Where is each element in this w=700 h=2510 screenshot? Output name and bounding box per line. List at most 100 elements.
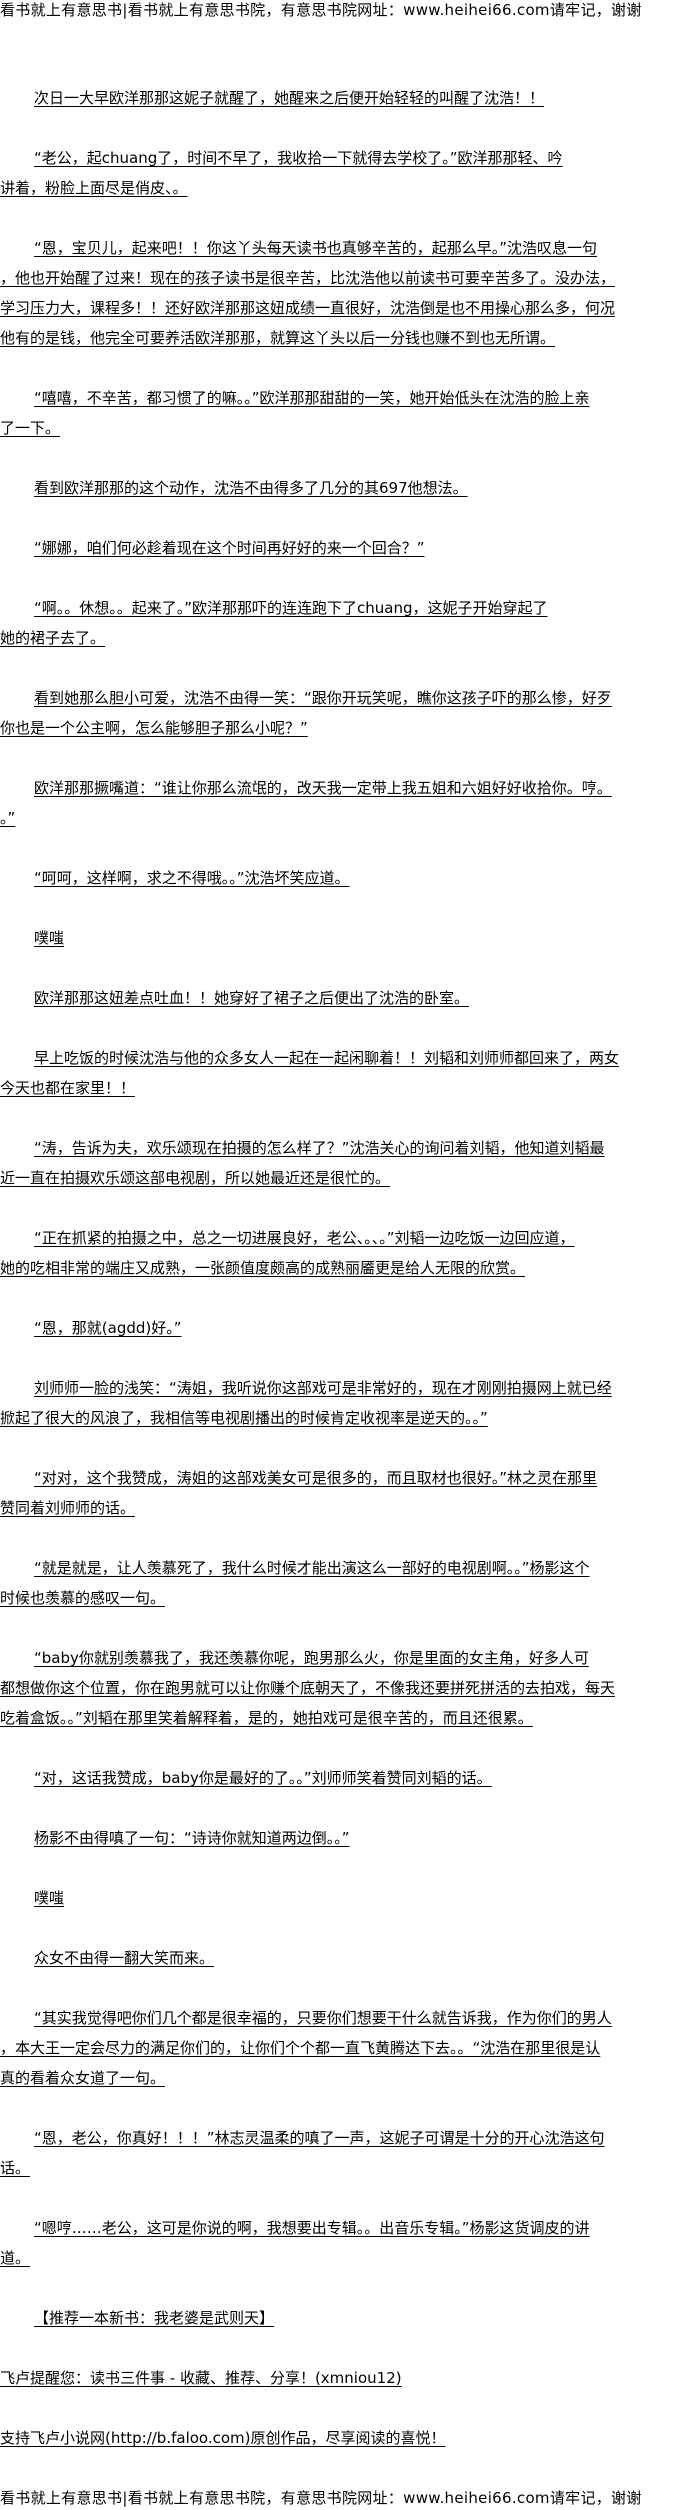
paragraph-line: 支持飞卢小说网(http://b.faloo.com)原创作品，尽享阅读的喜悦！: [0, 2423, 700, 2453]
line-text: 她的吃相非常的端庄又成熟，一张颜值度颇高的成熟丽靥更是给人无限的欣赏。: [0, 1259, 526, 1277]
line-text: 支持飞卢小说网(http://b.faloo.com)原创作品，尽享阅读的喜悦！: [0, 2429, 446, 2447]
paragraph: 看到她那么胆小可爱，沈浩不由得一笑：“跟你开玩笑呢，瞧你这孩子吓的那么惨，好歹你…: [0, 683, 700, 743]
paragraph: 杨影不由得嗔了一句：“诗诗你就知道两边倒。。”: [0, 1823, 700, 1853]
paragraph: 刘师师一脸的浅笑：“涛姐，我听说你这部戏可是非常好的，现在才刚刚拍摄网上就已经掀…: [0, 1373, 700, 1433]
paragraph: “老公，起chuang了，时间不早了，我收拾一下就得去学校了。”欧洋那那轻、吟讲…: [0, 143, 700, 203]
line-text: 飞卢提醒您：读书三件事 - 收藏、推荐、分享！(xmniou12): [0, 2369, 402, 2387]
site-banner-top: 看书就上有意思书|看书就上有意思书院，有意思书院网址：www.heihei66.…: [0, 1, 642, 19]
paragraph: “恩，宝贝儿，起来吧！！你这丫头每天读书也真够辛苦的，起那么早。”沈浩叹息一句 ，…: [0, 233, 700, 353]
line-text: ，本大王一定会尽力的满足你们的，让你们个个都一直飞黄腾达下去。。“沈浩在那里很是…: [0, 2039, 601, 2057]
chapter-content: 次日一大早欧洋那那这妮子就醒了，她醒来之后便开始轻轻的叫醒了沈浩！！ “老公，起c…: [0, 83, 700, 2483]
paragraph-line: “其实我觉得吧你们几个都是很幸福的，只要你们想要干什么就告诉我，作为你们的男人: [0, 2003, 700, 2033]
paragraph: “呵呵，这样啊，求之不得哦。。”沈浩坏笑应道。: [0, 863, 700, 893]
paragraph: 噗嗤: [0, 1883, 700, 1913]
paragraph: “嘻嘻，不辛苦，都习惯了的嘛。。”欧洋那那甜甜的一笑，她开始低头在沈浩的脸上亲了…: [0, 383, 700, 443]
paragraph-line: ，他也开始醒了过来！现在的孩子读书是很辛苦，比沈浩他以前读书可要辛苦多了。没办法…: [0, 263, 700, 293]
line-text: “呵呵，这样啊，求之不得哦。。”沈浩坏笑应道。: [34, 869, 350, 887]
paragraph-line: 讲着，粉脸上面尽是俏皮、。: [0, 173, 700, 203]
line-text: 。”: [0, 809, 16, 827]
paragraph: “嗯哼……老公，这可是你说的啊，我想要出专辑。。出音乐专辑。”杨影这货调皮的讲道…: [0, 2213, 700, 2273]
line-text: 吃着盒饭。。”刘韬在那里笑着解释着，是的，她拍戏可是很辛苦的，而且还很累。: [0, 1709, 533, 1727]
line-text: 掀起了很大的风浪了，我相信等电视剧播出的时候肯定收视率是逆天的。。”: [0, 1409, 488, 1427]
paragraph-line: “baby你就别羡慕我了，我还羡慕你呢，跑男那么火，你是里面的女主角，好多人可: [0, 1643, 700, 1673]
paragraph-line: “嘻嘻，不辛苦，都习惯了的嘛。。”欧洋那那甜甜的一笑，她开始低头在沈浩的脸上亲: [0, 383, 700, 413]
line-text: 噗嗤: [34, 929, 65, 947]
line-text: “嘻嘻，不辛苦，都习惯了的嘛。。”欧洋那那甜甜的一笑，她开始低头在沈浩的脸上亲: [34, 389, 590, 407]
paragraph-line: ，本大王一定会尽力的满足你们的，让你们个个都一直飞黄腾达下去。。“沈浩在那里很是…: [0, 2033, 700, 2063]
line-text: 学习压力大，课程多！！还好欧洋那那这妞成绩一直很好，沈浩倒是也不用操心那么多，何…: [0, 299, 616, 317]
line-text: 真的看着众女道了一句。: [0, 2069, 166, 2087]
paragraph: 众女不由得一翻大笑而来。: [0, 1943, 700, 1973]
line-text: 讲着，粉脸上面尽是俏皮、。: [0, 179, 188, 197]
paragraph-line: “正在抓紧的拍摄之中，总之一切进展良好，老公、。、。”刘韬一边吃饭一边回应道，: [0, 1223, 700, 1253]
paragraph-line: 他有的是钱，他完全可要养活欧洋那那，就算这丫头以后一分钱也赚不到也无所谓。: [0, 323, 700, 353]
paragraph: 支持飞卢小说网(http://b.faloo.com)原创作品，尽享阅读的喜悦！: [0, 2423, 700, 2453]
line-text: “baby你就别羡慕我了，我还羡慕你呢，跑男那么火，你是里面的女主角，好多人可: [34, 1649, 589, 1667]
line-text: “正在抓紧的拍摄之中，总之一切进展良好，老公、。、。”刘韬一边吃饭一边回应道，: [34, 1229, 575, 1247]
paragraph-line: “娜娜，咱们何必趁着现在这个时间再好好的来一个回合？”: [0, 533, 700, 563]
line-text: ，他也开始醒了过来！现在的孩子读书是很辛苦，比沈浩他以前读书可要辛苦多了。没办法…: [0, 269, 616, 287]
paragraph: 欧洋那那撅嘴道：“谁让你那么流氓的，改天我一定带上我五姐和六姐好好收拾你。哼。。…: [0, 773, 700, 833]
paragraph-line: 赞同着刘师师的话。: [0, 1493, 700, 1523]
line-text: “恩，宝贝儿，起来吧！！你这丫头每天读书也真够辛苦的，起那么早。”沈浩叹息一句: [34, 239, 598, 257]
line-text: “对，这话我赞成，baby你是最好的了。。”刘师师笑着赞同刘韬的话。: [34, 1769, 492, 1787]
line-text: 【推荐一本新书：我老婆是武则天】: [34, 2309, 275, 2327]
paragraph-line: 看到欧洋那那的这个动作，沈浩不由得多了几分的其697他想法。: [0, 473, 700, 503]
paragraph-line: “恩，那就(agdd)好。”: [0, 1313, 700, 1343]
line-text: 了一下。: [0, 419, 61, 437]
line-text: 杨影不由得嗔了一句：“诗诗你就知道两边倒。。”: [34, 1829, 350, 1847]
paragraph: “就是就是，让人羡慕死了，我什么时候才能出演这么一部好的电视剧啊。。”杨影这个时…: [0, 1553, 700, 1613]
paragraph-line: 学习压力大，课程多！！还好欧洋那那这妞成绩一直很好，沈浩倒是也不用操心那么多，何…: [0, 293, 700, 323]
line-text: “啊。。休想。。起来了。”欧洋那那吓的连连跑下了chuang，这妮子开始穿起了: [34, 599, 548, 617]
line-text: 她的裙子去了。: [0, 629, 106, 647]
paragraph-line: 都想做你这个位置，你在跑男就可以让你赚个底朝天了，不像我还要拼死拼活的去拍戏，每…: [0, 1673, 700, 1703]
paragraph-line: 杨影不由得嗔了一句：“诗诗你就知道两边倒。。”: [0, 1823, 700, 1853]
paragraph-line: 掀起了很大的风浪了，我相信等电视剧播出的时候肯定收视率是逆天的。。”: [0, 1403, 700, 1433]
paragraph-line: 刘师师一脸的浅笑：“涛姐，我听说你这部戏可是非常好的，现在才刚刚拍摄网上就已经: [0, 1373, 700, 1403]
paragraph: “其实我觉得吧你们几个都是很幸福的，只要你们想要干什么就告诉我，作为你们的男人 ，…: [0, 2003, 700, 2093]
paragraph-line: 次日一大早欧洋那那这妮子就醒了，她醒来之后便开始轻轻的叫醒了沈浩！！: [0, 83, 700, 113]
line-text: 欧洋那那撅嘴道：“谁让你那么流氓的，改天我一定带上我五姐和六姐好好收拾你。哼。: [34, 779, 612, 797]
paragraph-line: 她的裙子去了。: [0, 623, 700, 653]
paragraph: “啊。。休想。。起来了。”欧洋那那吓的连连跑下了chuang，这妮子开始穿起了她…: [0, 593, 700, 653]
line-text: “老公，起chuang了，时间不早了，我收拾一下就得去学校了。”欧洋那那轻、吟: [34, 149, 563, 167]
line-text: “对对，这个我赞成，涛姐的这部戏美女可是很多的，而且取材也很好。”林之灵在那里: [34, 1469, 598, 1487]
paragraph-line: “涛，告诉为夫，欢乐颂现在拍摄的怎么样了？”沈浩关心的询问着刘韬，他知道刘韬最: [0, 1133, 700, 1163]
line-text: “娜娜，咱们何必趁着现在这个时间再好好的来一个回合？”: [34, 539, 425, 557]
paragraph: “恩，那就(agdd)好。”: [0, 1313, 700, 1343]
paragraph: “baby你就别羡慕我了，我还羡慕你呢，跑男那么火，你是里面的女主角，好多人可都…: [0, 1643, 700, 1733]
line-text: 他有的是钱，他完全可要养活欧洋那那，就算这丫头以后一分钱也赚不到也无所谓。: [0, 329, 556, 347]
paragraph-line: “嗯哼……老公，这可是你说的啊，我想要出专辑。。出音乐专辑。”杨影这货调皮的讲: [0, 2213, 700, 2243]
paragraph-line: 噗嗤: [0, 923, 700, 953]
paragraph-line: “呵呵，这样啊，求之不得哦。。”沈浩坏笑应道。: [0, 863, 700, 893]
paragraph-line: “恩，宝贝儿，起来吧！！你这丫头每天读书也真够辛苦的，起那么早。”沈浩叹息一句: [0, 233, 700, 263]
line-text: 话。: [0, 2159, 31, 2177]
paragraph: 次日一大早欧洋那那这妮子就醒了，她醒来之后便开始轻轻的叫醒了沈浩！！: [0, 83, 700, 113]
line-text: “其实我觉得吧你们几个都是很幸福的，只要你们想要干什么就告诉我，作为你们的男人: [34, 2009, 612, 2027]
line-text: 次日一大早欧洋那那这妮子就醒了，她醒来之后便开始轻轻的叫醒了沈浩！！: [34, 89, 545, 107]
paragraph: 噗嗤: [0, 923, 700, 953]
paragraph: “对，这话我赞成，baby你是最好的了。。”刘师师笑着赞同刘韬的话。: [0, 1763, 700, 1793]
line-text: “涛，告诉为夫，欢乐颂现在拍摄的怎么样了？”沈浩关心的询问着刘韬，他知道刘韬最: [34, 1139, 605, 1157]
paragraph-line: 话。: [0, 2153, 700, 2183]
line-text: 近一直在拍摄欢乐颂这部电视剧，所以她最近还是很忙的。: [0, 1169, 391, 1187]
paragraph: 欧洋那那这妞差点吐血！！她穿好了裙子之后便出了沈浩的卧室。: [0, 983, 700, 1013]
paragraph-line: 吃着盒饭。。”刘韬在那里笑着解释着，是的，她拍戏可是很辛苦的，而且还很累。: [0, 1703, 700, 1733]
paragraph: 看到欧洋那那的这个动作，沈浩不由得多了几分的其697他想法。: [0, 473, 700, 503]
paragraph-line: 飞卢提醒您：读书三件事 - 收藏、推荐、分享！(xmniou12): [0, 2363, 700, 2393]
paragraph: 飞卢提醒您：读书三件事 - 收藏、推荐、分享！(xmniou12): [0, 2363, 700, 2393]
paragraph: “对对，这个我赞成，涛姐的这部戏美女可是很多的，而且取材也很好。”林之灵在那里赞…: [0, 1463, 700, 1523]
paragraph-line: 噗嗤: [0, 1883, 700, 1913]
line-text: 赞同着刘师师的话。: [0, 1499, 136, 1517]
paragraph: 【推荐一本新书：我老婆是武则天】: [0, 2303, 700, 2333]
paragraph-line: 早上吃饭的时候沈浩与他的众多女人一起在一起闲聊着！！刘韬和刘师师都回来了，两女: [0, 1043, 700, 1073]
line-text: 时候也羡慕的感叹一句。: [0, 1589, 166, 1607]
paragraph-line: 你也是一个公主啊，怎么能够胆子那么小呢？”: [0, 713, 700, 743]
paragraph: “涛，告诉为夫，欢乐颂现在拍摄的怎么样了？”沈浩关心的询问着刘韬，他知道刘韬最近…: [0, 1133, 700, 1193]
paragraph-line: 她的吃相非常的端庄又成熟，一张颜值度颇高的成熟丽靥更是给人无限的欣赏。: [0, 1253, 700, 1283]
paragraph-line: “老公，起chuang了，时间不早了，我收拾一下就得去学校了。”欧洋那那轻、吟: [0, 143, 700, 173]
paragraph-line: 欧洋那那这妞差点吐血！！她穿好了裙子之后便出了沈浩的卧室。: [0, 983, 700, 1013]
line-text: 看到她那么胆小可爱，沈浩不由得一笑：“跟你开玩笑呢，瞧你这孩子吓的那么惨，好歹: [34, 689, 612, 707]
paragraph-line: 看到她那么胆小可爱，沈浩不由得一笑：“跟你开玩笑呢，瞧你这孩子吓的那么惨，好歹: [0, 683, 700, 713]
site-banner-bottom: 看书就上有意思书|看书就上有意思书院，有意思书院网址：www.heihei66.…: [0, 2489, 642, 2507]
